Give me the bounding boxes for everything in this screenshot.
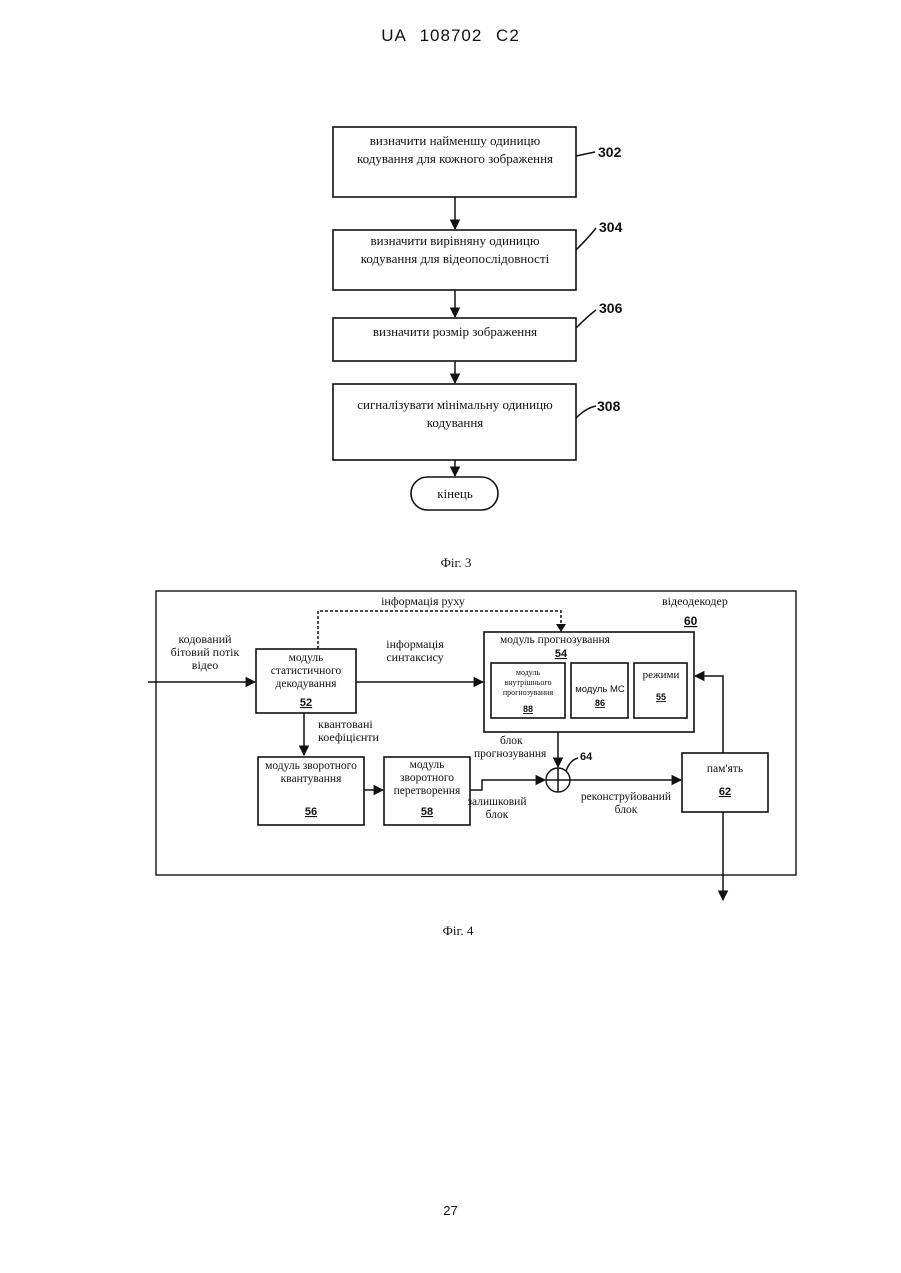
inv-transform-line3: перетворення <box>394 785 461 797</box>
quant-coeff-line1: квантовані <box>318 717 373 731</box>
intra-ref: 88 <box>523 704 533 714</box>
pred-block-line1: блок <box>500 735 523 747</box>
figure-4-caption: Фіг. 4 <box>443 923 474 938</box>
step-302-ref: 302 <box>598 144 622 160</box>
step-304-leader <box>576 228 596 250</box>
decoder-frame <box>156 591 796 875</box>
inv-quant-line2: квантування <box>281 773 342 785</box>
mc-label: модуль МС <box>575 684 625 695</box>
residual-line1: залишковий <box>468 796 527 808</box>
step-308-leader <box>576 406 596 418</box>
figure-3-flowchart: визначити найменшу одиницю кодування для… <box>333 127 623 570</box>
entropy-ref: 52 <box>300 697 312 709</box>
residual-block-arrow <box>470 780 545 790</box>
syntax-info-line2: синтаксису <box>386 650 443 664</box>
page-number: 27 <box>0 1203 901 1218</box>
intra-line3: прогнозування <box>503 688 554 697</box>
step-302-line1: визначити найменшу одиницю <box>370 133 541 148</box>
step-302-line2: кодування для кожного зображення <box>357 151 553 166</box>
inv-quant-ref: 56 <box>305 806 317 818</box>
memory-label: пам'ять <box>707 763 743 775</box>
entropy-line1: модуль <box>289 652 324 664</box>
figure-3-caption: Фіг. 3 <box>441 555 472 570</box>
mc-ref: 86 <box>595 698 605 708</box>
memory-ref: 62 <box>719 786 731 798</box>
end-label: кінець <box>437 486 473 501</box>
memory-feedback-arrow <box>695 676 723 753</box>
input-label-line1: кодований <box>178 632 232 646</box>
summer-leader <box>566 758 578 771</box>
modes-ref: 55 <box>656 692 666 702</box>
entropy-line2: статистичного <box>271 665 342 677</box>
motion-info-arrowhead <box>556 624 566 632</box>
pred-block-line2: прогнозування <box>474 748 547 760</box>
inv-transform-line2: зворотного <box>400 772 454 784</box>
step-304-line2: кодування для відеопослідовності <box>361 251 550 266</box>
memory-module <box>682 753 768 812</box>
prediction-ref: 54 <box>555 648 568 660</box>
summer-ref: 64 <box>580 751 593 763</box>
motion-info-label: інформація руху <box>381 594 465 608</box>
inv-transform-line1: модуль <box>410 759 445 771</box>
input-label-line2: бітовий потік <box>171 645 240 659</box>
step-308-line1: сигналізувати мінімальну одиницю <box>357 397 553 412</box>
step-304-line1: визначити вирівняну одиницю <box>370 233 539 248</box>
step-306-ref: 306 <box>599 300 623 316</box>
modes-label: режими <box>643 669 680 681</box>
decoder-ref: 60 <box>684 614 698 628</box>
step-304-ref: 304 <box>599 219 623 235</box>
intra-line2: внутрішнього <box>504 678 551 687</box>
step-306-leader <box>576 310 596 328</box>
inv-quant-line1: модуль зворотного <box>265 760 357 772</box>
step-306-line1: визначити розмір зображення <box>373 324 537 339</box>
step-302-leader <box>576 152 595 156</box>
decoder-label: відеодекодер <box>662 594 728 608</box>
step-308-ref: 308 <box>597 398 621 414</box>
syntax-info-line1: інформація <box>386 637 444 651</box>
prediction-title: модуль прогнозування <box>500 634 611 646</box>
figure-4-decoder-diagram: відеодекодер 60 кодований бітовий потік … <box>148 591 796 938</box>
quant-coeff-line2: коефіцієнти <box>318 730 380 744</box>
reconstructed-line1: реконструйований <box>581 791 671 803</box>
intra-line1: модуль <box>516 668 541 677</box>
entropy-line3: декодування <box>276 678 338 690</box>
input-label-line3: відео <box>192 658 218 672</box>
reconstructed-line2: блок <box>615 804 638 816</box>
step-308-line2: кодування <box>427 415 484 430</box>
residual-line2: блок <box>486 809 509 821</box>
inv-transform-ref: 58 <box>421 806 433 818</box>
